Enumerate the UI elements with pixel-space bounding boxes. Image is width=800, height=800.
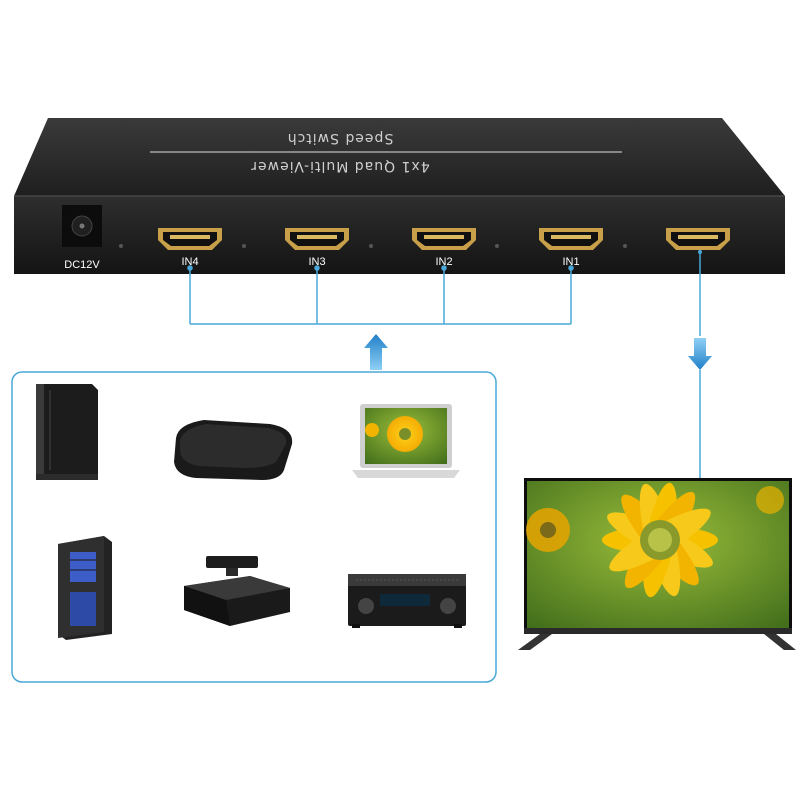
- hdmi-port-out[interactable]: [666, 228, 730, 250]
- tv-flower-image: [602, 482, 718, 598]
- tv-box-icon: [174, 420, 293, 480]
- input-arrow-up-icon: [364, 334, 388, 370]
- multiviewer-device: 4x1 Quad Multi-Viewer Speed Switch DC12V: [14, 118, 785, 274]
- hdmi-port-in2[interactable]: [412, 228, 476, 250]
- av-receiver-icon: [348, 574, 466, 628]
- device-feature-label: Speed Switch: [287, 130, 394, 146]
- desktop-pc-icon: [58, 536, 112, 640]
- output-connector-line: [698, 250, 702, 478]
- port-label-in4: IN4: [181, 256, 198, 268]
- port-label-in3: IN3: [308, 256, 325, 268]
- hdmi-port-in3[interactable]: [285, 228, 349, 250]
- indicator-dots: [119, 244, 627, 248]
- device-top-panel: [14, 118, 785, 196]
- xbox-console-icon: [184, 556, 290, 626]
- game-console-icon: [36, 384, 98, 480]
- device-front-panel: [14, 196, 785, 274]
- hdmi-port-in4[interactable]: [158, 228, 222, 250]
- tv-display-icon: [518, 478, 796, 650]
- dc-power-jack[interactable]: [62, 205, 102, 247]
- device-model-label: 4x1 Quad Multi-Viewer: [250, 158, 429, 174]
- port-label-in2: IN2: [435, 256, 452, 268]
- input-connector-lines: [187, 265, 574, 325]
- hdmi-port-in1[interactable]: [539, 228, 603, 250]
- port-label-in1: IN1: [562, 256, 579, 268]
- laptop-icon: [352, 404, 460, 478]
- dc-power-label: DC12V: [64, 259, 100, 271]
- output-arrow-down-icon: [688, 338, 712, 370]
